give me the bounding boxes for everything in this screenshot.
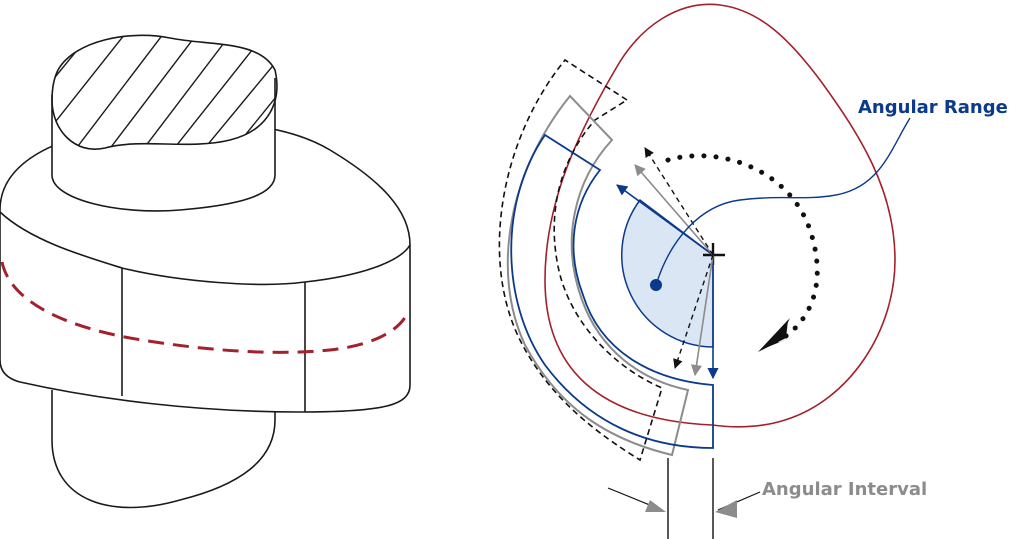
- rotation-dotted-arc: [665, 153, 820, 343]
- angular-range-label: Angular Range: [858, 97, 1008, 118]
- range-arrow-start: [616, 184, 714, 256]
- section-cut-line: [0, 261, 410, 354]
- angular-interval-label: Angular Interval: [762, 479, 927, 500]
- range-blue-band: [510, 133, 714, 449]
- dashed-arrow-end: [673, 254, 714, 369]
- interval-dim-arrowhead-left: [645, 500, 666, 512]
- interval-dim-arrowhead-right: [715, 500, 737, 518]
- interval-arrow-start: [634, 164, 714, 256]
- interval-dashed-band: [498, 58, 663, 462]
- rotation-arrowhead-solid: [758, 320, 788, 352]
- part-lower-stem: [51, 390, 276, 509]
- part-3d-view: [0, 34, 411, 509]
- interval-gray-band: [506, 94, 690, 457]
- section-profile-outline: [544, 3, 896, 428]
- dashed-arrow-start: [644, 147, 714, 256]
- interval-arrow-end: [690, 254, 714, 377]
- boss-top-hatching: [52, 35, 277, 150]
- boss-top-face: [51, 34, 278, 150]
- part-body-top-edge: [0, 211, 411, 286]
- range-leader-line: [655, 117, 911, 286]
- range-sector-fill: [621, 198, 714, 348]
